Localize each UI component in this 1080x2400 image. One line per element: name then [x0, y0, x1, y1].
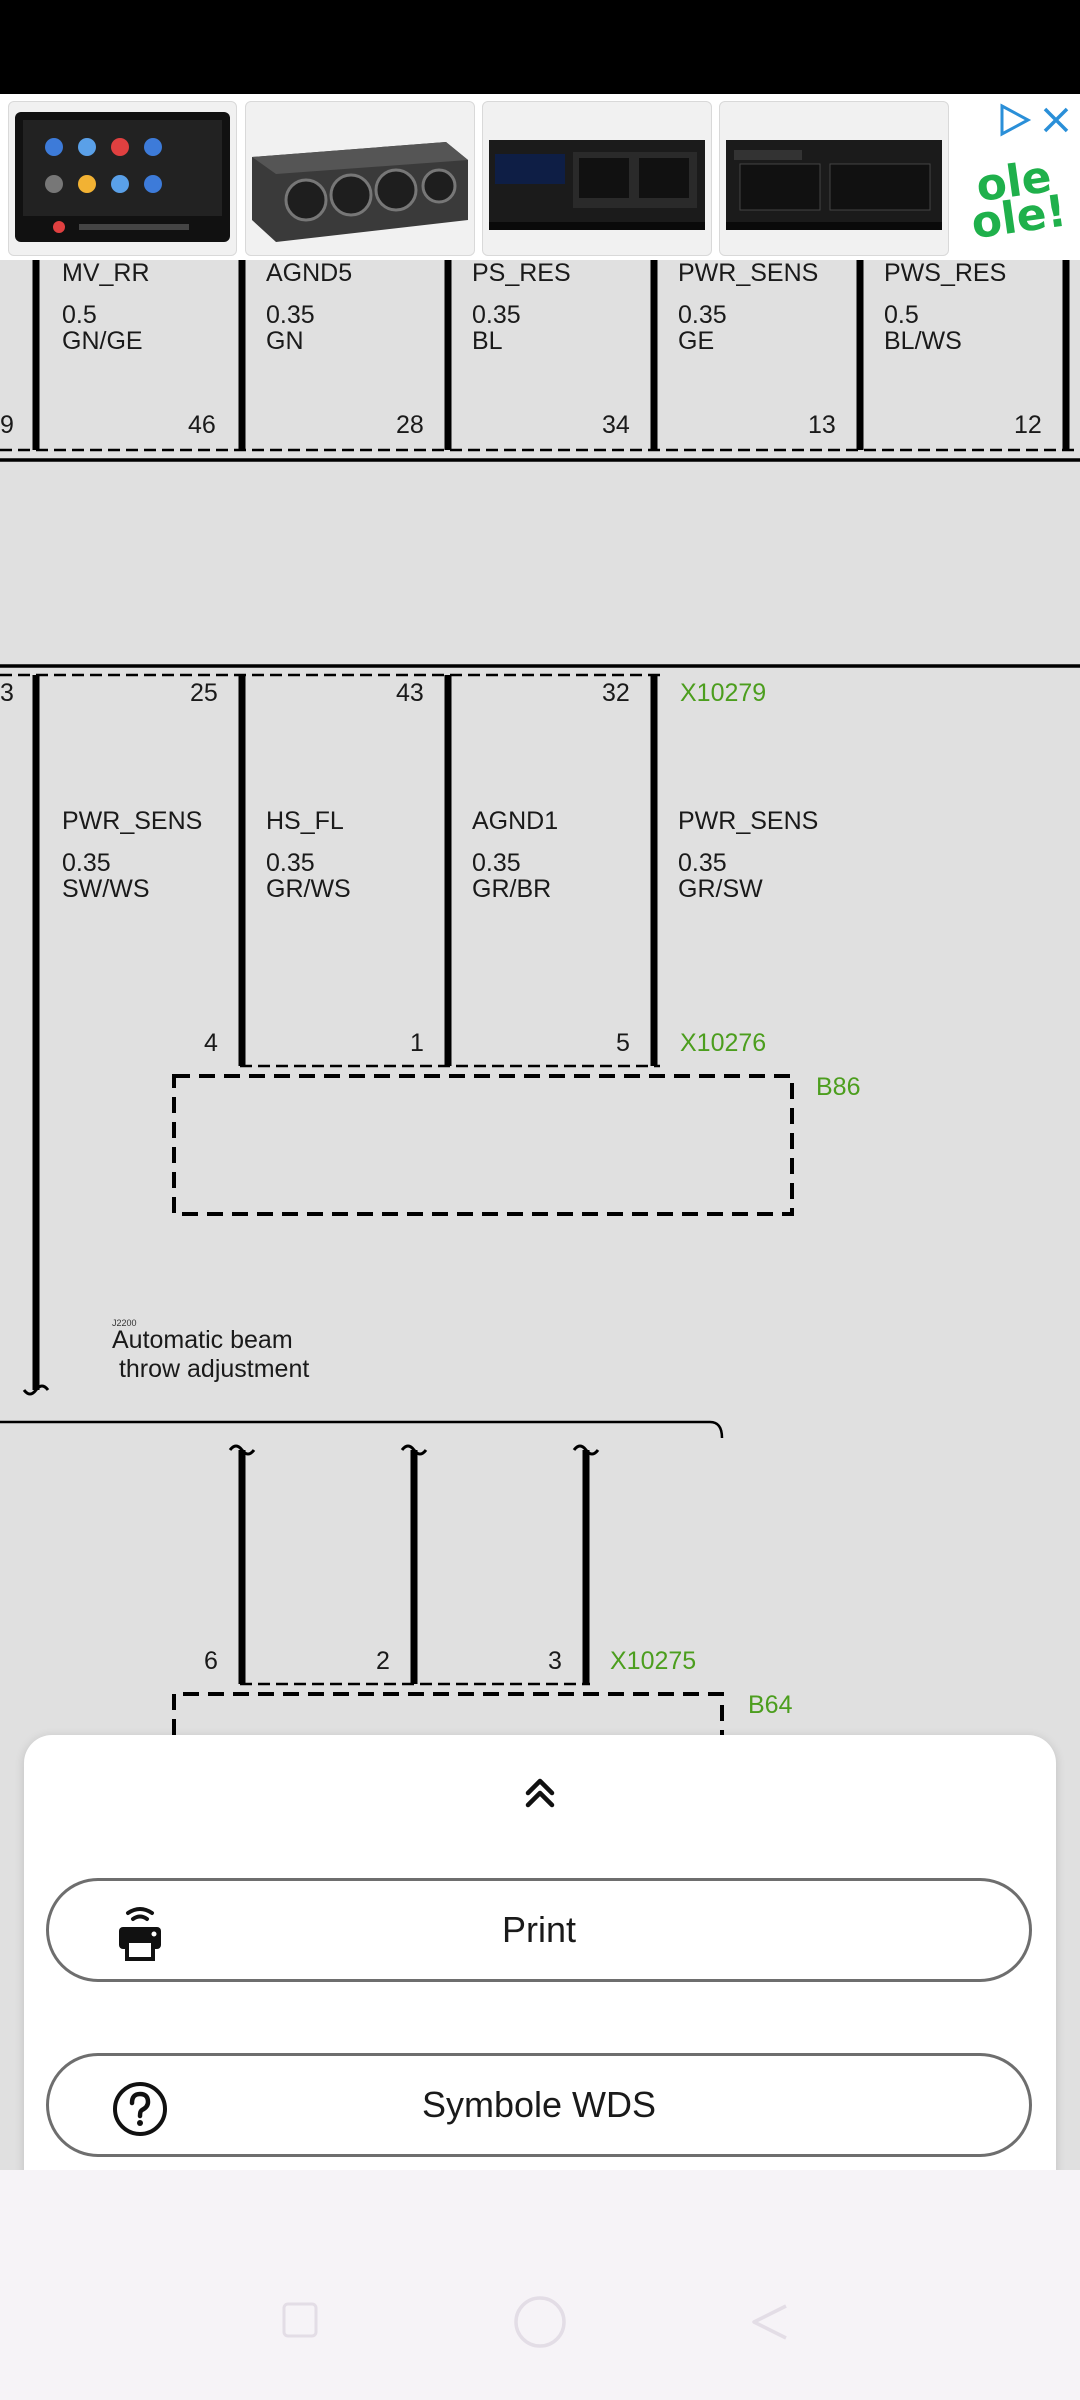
- wire-size: 0.35: [678, 301, 727, 329]
- wire-size: 0.5: [62, 301, 97, 329]
- wire-color: GR/WS: [266, 875, 351, 903]
- bottom-sheet: Print Symbole WDS: [24, 1735, 1056, 2239]
- wire-color: SW/WS: [62, 875, 150, 903]
- symbole-wds-button[interactable]: Symbole WDS: [46, 2053, 1032, 2157]
- ad-product-dual-cassette[interactable]: [719, 101, 949, 256]
- pin-number: 25: [190, 679, 218, 707]
- pin-number: 43: [396, 679, 424, 707]
- print-button[interactable]: Print: [46, 1878, 1032, 1982]
- ad-product-car-stereo[interactable]: [8, 101, 237, 256]
- wire-name: AGND5: [266, 260, 353, 287]
- note-automatic-beam: Automatic beam throw adjustment: [112, 1326, 310, 1383]
- ad-brand-logo[interactable]: ole ole!: [968, 151, 1070, 250]
- wire-color: GE: [678, 327, 715, 355]
- ad-product-speaker[interactable]: [245, 101, 475, 256]
- wire-name: PWR_SENS: [678, 807, 819, 835]
- component-label[interactable]: B86: [816, 1073, 861, 1101]
- wire-name: PWS_RES: [884, 260, 1007, 287]
- wire-size: 0.35: [266, 301, 315, 329]
- wire-color: GR/SW: [678, 875, 763, 903]
- ad-product-cassette-deck[interactable]: [482, 101, 712, 256]
- ad-choices-icon[interactable]: [996, 102, 1032, 138]
- home-icon[interactable]: [512, 2294, 568, 2350]
- diagram-lines: [0, 260, 1080, 1735]
- wire-color: BL: [472, 327, 503, 355]
- wire-size: 0.35: [472, 849, 521, 877]
- wire-color: GR/BR: [472, 875, 552, 903]
- wire-size: 0.35: [678, 849, 727, 877]
- wire-name: AGND1: [472, 807, 559, 835]
- help-circle-icon: [113, 2082, 167, 2136]
- print-button-label: Print: [501, 1909, 577, 1950]
- pin-number: 46: [188, 411, 216, 439]
- pin-number: 3: [0, 679, 14, 707]
- wire-size: 0.35: [266, 849, 315, 877]
- note-code: J2200: [112, 1318, 137, 1328]
- pin-number: 9: [0, 411, 14, 439]
- pin-number: 34: [602, 411, 630, 439]
- wire-size: 0.35: [62, 849, 111, 877]
- pin-number: 32: [602, 679, 630, 707]
- close-icon[interactable]: [1038, 102, 1074, 138]
- printer-icon: [119, 1907, 161, 1961]
- wire-size: 0.35: [472, 301, 521, 329]
- pin-number: 13: [808, 411, 836, 439]
- connector-label[interactable]: X10275: [610, 1647, 697, 1675]
- wire-color: GN/GE: [62, 327, 143, 355]
- connector-label[interactable]: X10279: [680, 679, 767, 707]
- ad-banner[interactable]: ole ole!: [0, 94, 1080, 260]
- pin-number: 5: [616, 1029, 630, 1057]
- pin-number: 3: [548, 1647, 562, 1675]
- back-icon[interactable]: [748, 2300, 792, 2344]
- wire-size: 0.5: [884, 301, 919, 329]
- wire-name: MV_RR: [62, 260, 150, 287]
- chevron-up-double-icon[interactable]: [520, 1771, 560, 1811]
- status-bar: [0, 0, 1080, 94]
- pin-number: 6: [204, 1647, 218, 1675]
- recents-icon[interactable]: [280, 2300, 320, 2340]
- connector-label[interactable]: X10276: [680, 1029, 767, 1057]
- wire-color: GN: [266, 327, 304, 355]
- wire-color: BL/WS: [884, 327, 962, 355]
- component-label[interactable]: B64: [748, 1691, 793, 1719]
- wire-name: PWR_SENS: [62, 807, 203, 835]
- wire-name: PS_RES: [472, 260, 571, 287]
- pin-number: 28: [396, 411, 424, 439]
- navigation-bar: [0, 2170, 1080, 2400]
- pin-number: 1: [410, 1029, 424, 1057]
- wire-name: PWR_SENS: [678, 260, 819, 287]
- pin-number: 2: [376, 1647, 390, 1675]
- symbole-wds-button-label: Symbole WDS: [421, 2084, 657, 2125]
- wire-name: HS_FL: [266, 807, 344, 835]
- pin-number: 4: [204, 1029, 218, 1057]
- pin-number: 12: [1014, 411, 1042, 439]
